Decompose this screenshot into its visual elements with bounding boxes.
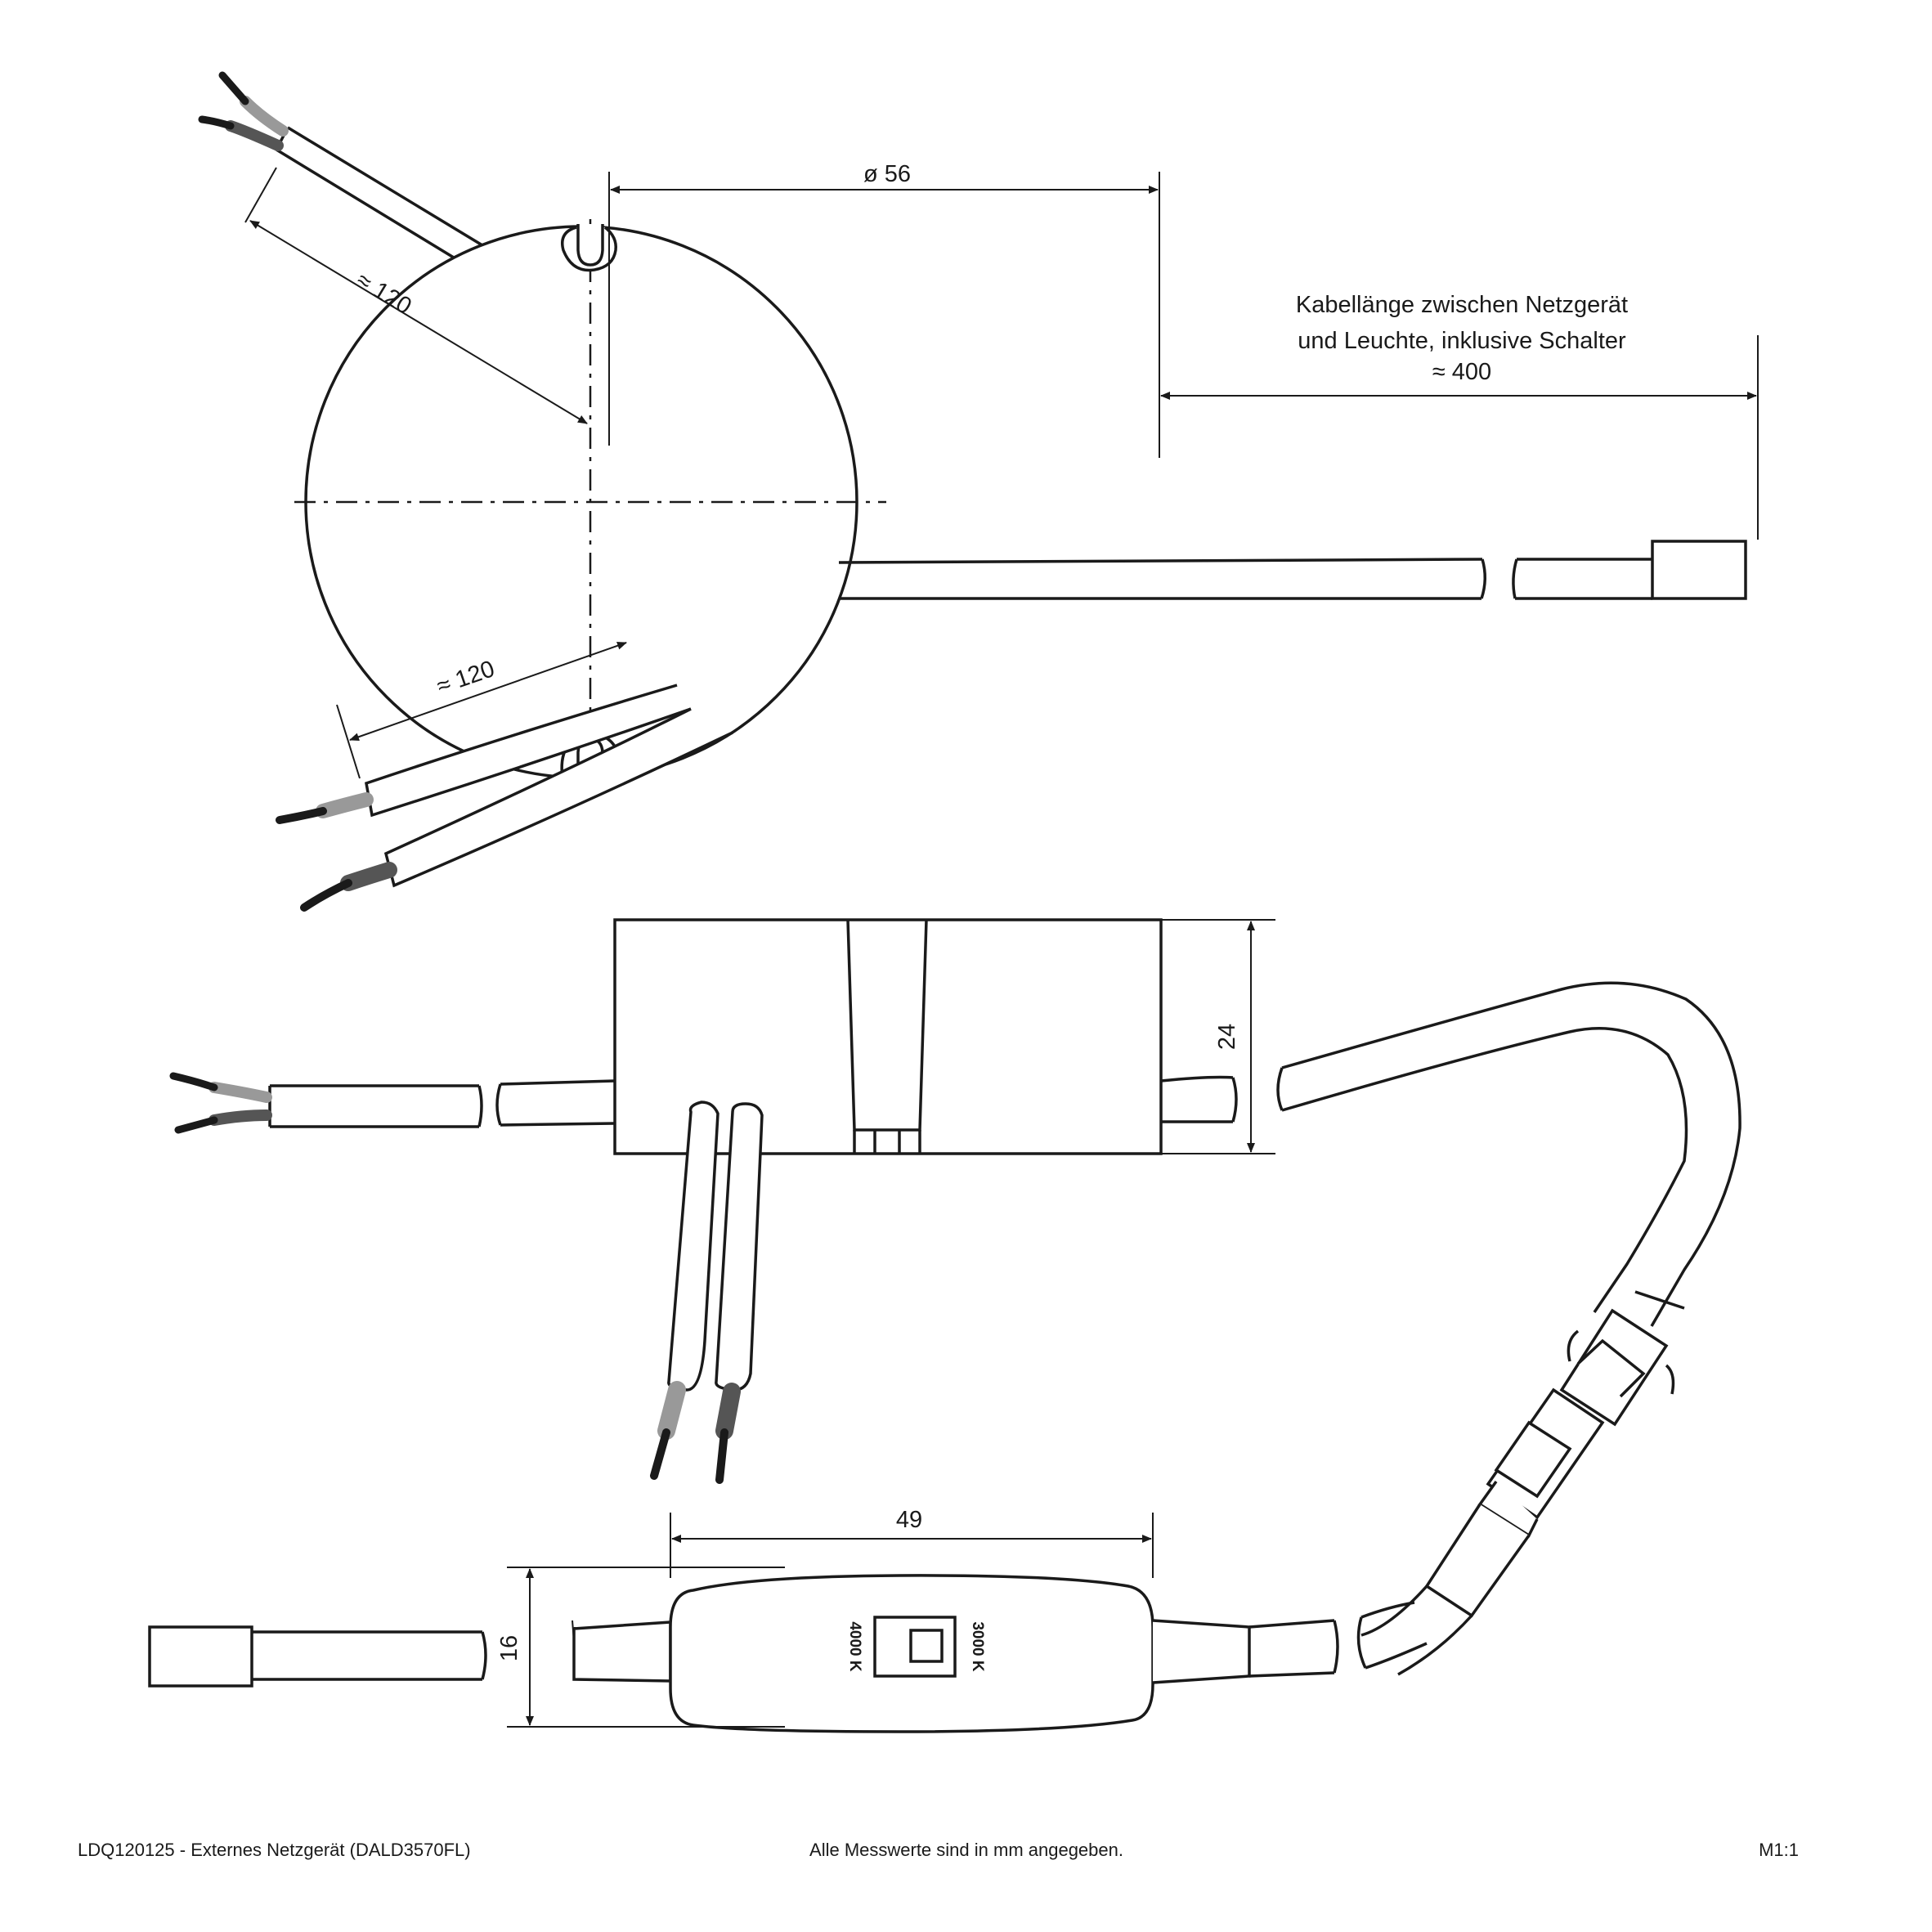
footer-product: LDQ120125 - Externes Netzgerät (DALD3570… bbox=[78, 1840, 471, 1860]
dimension-height-label: 24 bbox=[1214, 1024, 1240, 1050]
cable-length-note-line1: Kabellänge zwischen Netzgerät bbox=[1296, 292, 1628, 318]
right-cable bbox=[838, 540, 1747, 600]
side-right-cable bbox=[1160, 981, 1741, 1327]
dimension-diameter bbox=[608, 172, 1160, 458]
dimension-switch-height bbox=[507, 1567, 785, 1728]
upper-left-wires bbox=[198, 71, 289, 151]
side-left-cable bbox=[268, 1079, 616, 1128]
dimension-switch-length-label: 49 bbox=[896, 1507, 922, 1533]
side-view bbox=[169, 918, 1741, 1676]
dimension-diameter-label: ø 56 bbox=[863, 161, 911, 187]
inline-connector bbox=[1360, 1308, 1675, 1676]
dimension-lower-cable bbox=[336, 641, 627, 779]
cable-length-note-line2: und Leuchte, inklusive Schalter bbox=[1298, 328, 1626, 354]
mounting-slot-top bbox=[561, 224, 617, 272]
switch-label-4000k: 4000 K bbox=[846, 1621, 863, 1672]
dimension-switch-height-label: 16 bbox=[496, 1635, 522, 1661]
side-hanging-wires bbox=[650, 1381, 741, 1484]
dimension-total-cable-label: ≈ 400 bbox=[1432, 359, 1491, 385]
switch-label-3000k: 3000 K bbox=[969, 1621, 986, 1672]
switch-left-plug bbox=[148, 1625, 253, 1688]
lower-left-wires bbox=[276, 792, 397, 912]
footer-units-note: Alle Messwerte sind in mm angegeben. bbox=[809, 1840, 1123, 1860]
switch-view bbox=[148, 1574, 1428, 1733]
top-view bbox=[198, 71, 1747, 912]
side-left-wires bbox=[169, 1072, 272, 1134]
dimension-upper-cable bbox=[244, 167, 588, 424]
footer-scale: M1:1 bbox=[1759, 1840, 1799, 1860]
center-lines bbox=[294, 219, 886, 801]
dimension-height bbox=[1161, 919, 1275, 1154]
dimension-total-cable bbox=[1160, 335, 1759, 540]
